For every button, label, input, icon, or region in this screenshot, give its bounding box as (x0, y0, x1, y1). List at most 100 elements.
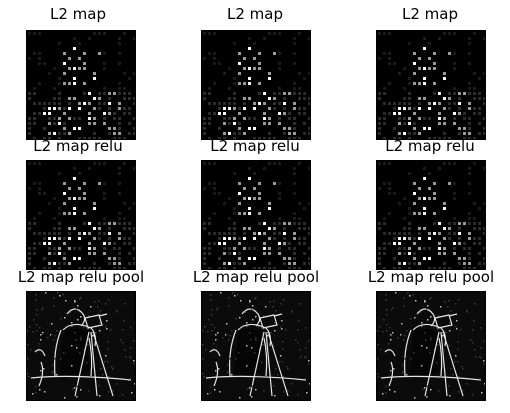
texture-speck (388, 162, 391, 165)
texture-speck (36, 330, 38, 332)
texture-speck (273, 102, 276, 105)
texture-speck (308, 202, 310, 205)
texture-speck (118, 87, 121, 90)
texture-speck (423, 257, 426, 260)
texture-speck (448, 102, 451, 105)
texture-speck (58, 247, 61, 250)
texture-speck (428, 172, 431, 175)
texture-speck (32, 393, 34, 395)
texture-speck (27, 344, 29, 346)
texture-speck (123, 242, 126, 245)
texture-speck (80, 389, 82, 391)
texture-speck (468, 252, 471, 255)
texture-speck (88, 315, 90, 317)
texture-speck (453, 62, 456, 65)
texture-speck (293, 37, 296, 40)
texture-speck (421, 322, 423, 324)
texture-speck (52, 371, 54, 373)
texture-speck (305, 347, 307, 349)
texture-speck (293, 252, 296, 255)
texture-speck (468, 167, 471, 170)
texture-speck (483, 127, 485, 130)
texture-speck (33, 232, 36, 235)
texture-speck (468, 82, 471, 85)
texture-speck (438, 247, 441, 250)
texture-speck (33, 247, 36, 250)
texture-speck (483, 360, 485, 362)
texture-speck (298, 217, 301, 220)
texture-speck (118, 137, 121, 139)
texture-speck (113, 222, 116, 225)
texture-speck (463, 127, 466, 130)
texture-speck (99, 395, 101, 397)
texture-speck (218, 62, 221, 65)
texture-speck (443, 247, 446, 250)
edge-stroke (34, 349, 46, 357)
texture-speck (278, 87, 281, 90)
feature-map-image (26, 160, 136, 270)
subplot-title: L2 map relu pool (17, 268, 145, 286)
texture-speck (99, 322, 101, 324)
texture-speck (228, 217, 231, 220)
texture-speck (28, 57, 31, 60)
texture-speck (253, 102, 256, 105)
texture-speck (213, 187, 216, 190)
texture-speck (453, 217, 456, 220)
texture-speck (258, 182, 261, 185)
texture-speck (458, 242, 461, 245)
texture-speck (453, 252, 456, 255)
texture-speck (129, 378, 131, 380)
texture-speck (113, 132, 116, 135)
texture-speck (463, 262, 466, 265)
texture-speck (58, 107, 61, 110)
subplot-title: L2 map relu pool (192, 268, 320, 286)
texture-speck (68, 107, 71, 110)
texture-speck (92, 335, 94, 337)
texture-speck (283, 299, 285, 301)
texture-speck (231, 374, 233, 376)
texture-speck (423, 197, 426, 200)
texture-speck (93, 97, 96, 100)
texture-speck (428, 42, 431, 45)
texture-speck (228, 305, 230, 307)
texture-speck (228, 262, 231, 265)
texture-speck (391, 309, 393, 311)
texture-speck (383, 232, 386, 235)
texture-speck (118, 232, 121, 235)
texture-speck (99, 330, 101, 332)
texture-speck (293, 122, 296, 125)
texture-speck (433, 52, 436, 55)
texture-speck (248, 127, 251, 130)
texture-speck (40, 370, 42, 372)
texture-speck (428, 102, 431, 105)
texture-speck (78, 247, 81, 250)
texture-speck (58, 227, 61, 230)
texture-speck (273, 237, 276, 240)
texture-speck (388, 232, 391, 235)
texture-speck (478, 227, 481, 230)
texture-speck (273, 52, 276, 55)
texture-speck (73, 257, 76, 260)
texture-speck (223, 247, 226, 250)
texture-speck (103, 67, 106, 70)
texture-speck (422, 388, 424, 390)
texture-speck (273, 385, 275, 387)
texture-speck (98, 107, 101, 110)
texture-speck (293, 232, 296, 235)
texture-speck (428, 267, 431, 269)
texture-speck (233, 222, 236, 225)
texture-speck (75, 301, 77, 303)
texture-speck (88, 247, 91, 250)
texture-speck (403, 197, 406, 200)
texture-speck (388, 343, 390, 345)
texture-speck (53, 305, 55, 307)
texture-speck (238, 182, 241, 185)
texture-speck (448, 52, 451, 55)
texture-speck (133, 227, 135, 230)
texture-speck (103, 197, 106, 200)
texture-speck (273, 267, 276, 269)
texture-speck (133, 132, 135, 135)
texture-speck (273, 300, 275, 302)
texture-speck (53, 102, 56, 105)
texture-speck (401, 323, 403, 325)
